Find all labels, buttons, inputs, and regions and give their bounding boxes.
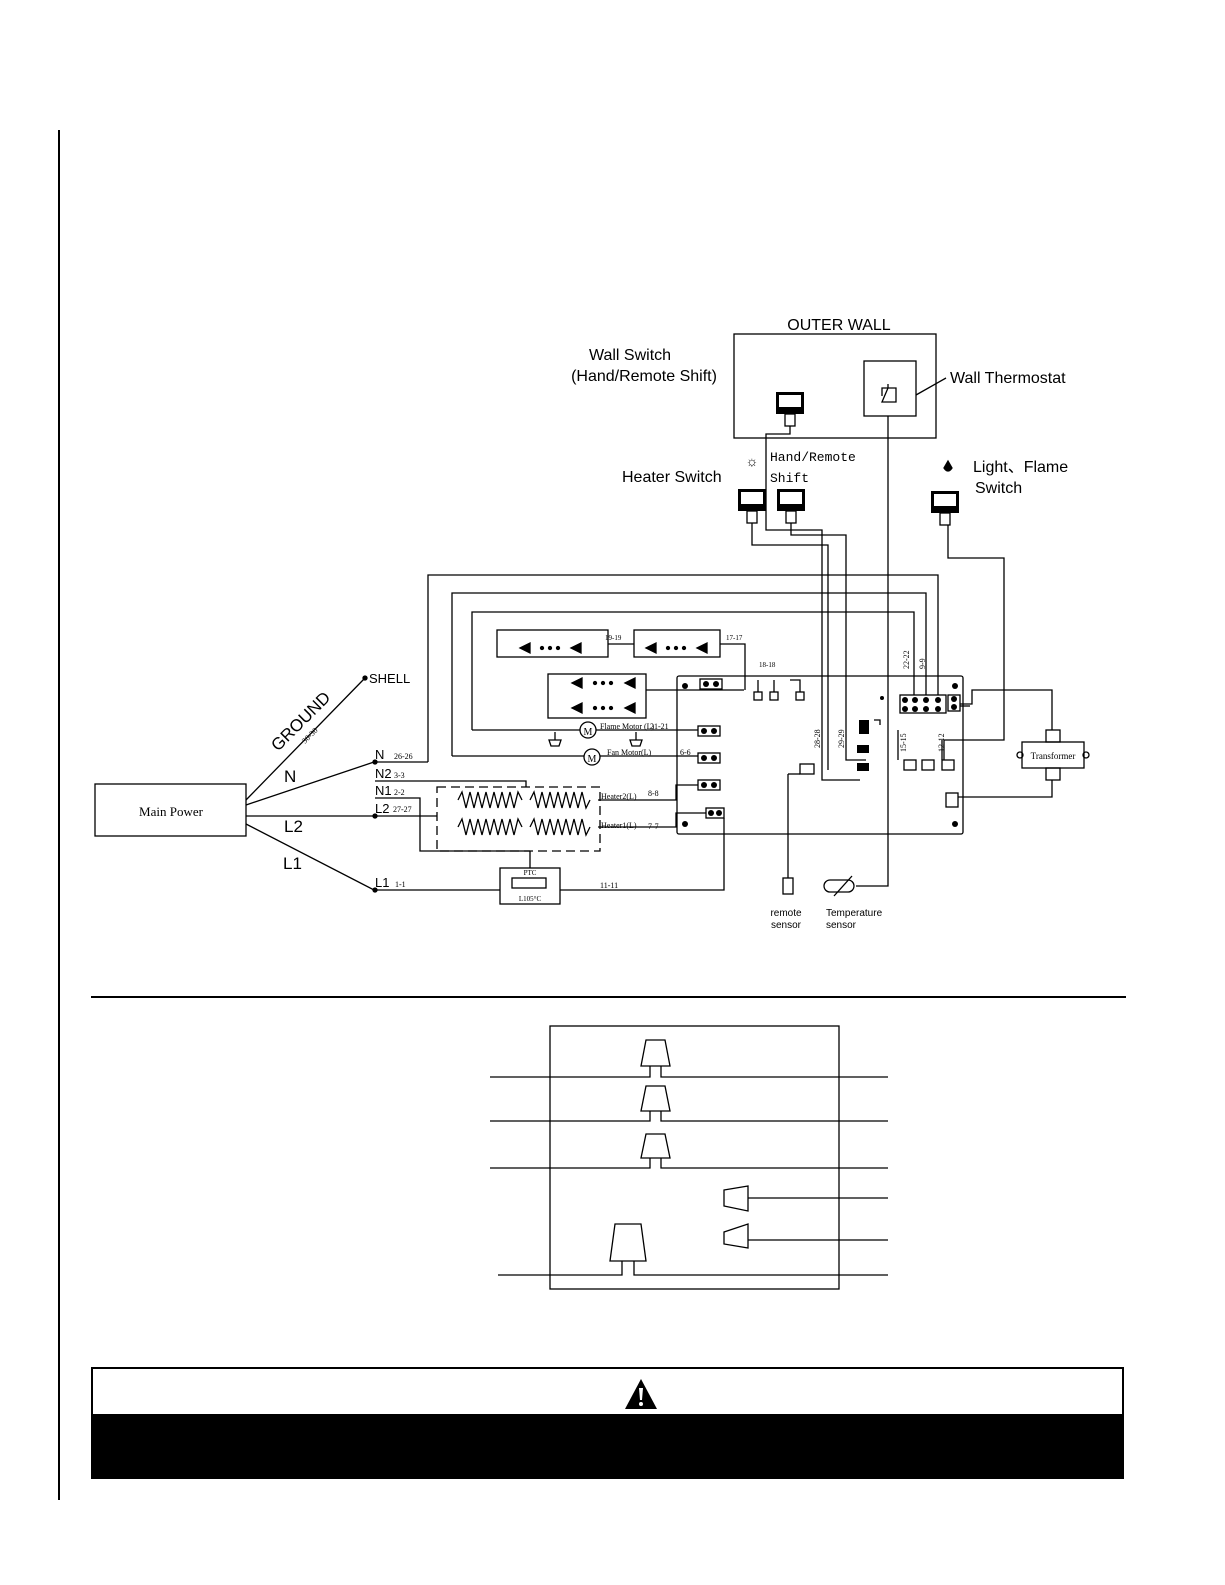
wall-thermostat-label: Wall Thermostat [950, 370, 1066, 387]
ptc-temp-label: L105°C [519, 895, 542, 903]
heater-1-coil [457, 817, 591, 837]
flame-motor-icon: M [579, 721, 597, 739]
led-string-2 [633, 629, 721, 658]
wire-22-label: 22-22 [902, 650, 911, 669]
temperature-sensor-sublabel: sensor [826, 920, 857, 931]
fan-motor-label: Fan Motor(L) [607, 748, 652, 757]
heater-switch-label: Heater Switch [622, 469, 722, 486]
terminal-n2-wire: 3-3 [394, 771, 405, 780]
wire-wall-switch [765, 426, 860, 781]
wire-21-label: 21-21 [650, 722, 669, 731]
wall-switch-label: Wall Switch [589, 347, 671, 364]
wall-switch-sublabel: (Hand/Remote Shift) [571, 368, 717, 385]
heater-2-coil [457, 790, 591, 810]
terminal-n1-wire: 2-2 [394, 788, 405, 797]
hand-remote-sublabel: Shift [770, 471, 809, 486]
remote-sensor-label: remote [770, 908, 802, 919]
wire-n-loop [427, 574, 939, 762]
terminal-n: N [375, 747, 384, 762]
led-string-3 [547, 673, 647, 719]
wire-15-label: 15-15 [899, 733, 908, 752]
terminal-l1: L1 [375, 875, 389, 890]
wire-29-label: 29-29 [837, 729, 846, 748]
wire-flame-loop [471, 611, 915, 730]
warning-triangle-icon [625, 1379, 657, 1409]
wire-thermostat [856, 416, 889, 887]
terminal-n2: N2 [375, 766, 392, 781]
transformer [1016, 729, 1090, 781]
terminal-l2: L2 [375, 801, 389, 816]
wire-hand-remote [790, 523, 866, 761]
wire-8-label: 8-8 [648, 789, 659, 798]
terminal-n-wire: 26-26 [394, 752, 413, 761]
terminal-l1-wire: 1-1 [395, 880, 406, 889]
wire-9-label: 9-9 [918, 658, 927, 669]
temperature-sensor-icon [823, 875, 855, 897]
wire-fan-loop [451, 592, 927, 756]
l2-line-label: L2 [284, 817, 303, 836]
wire-28-label: 28-28 [813, 729, 822, 748]
terminal-n1: N1 [375, 783, 392, 798]
light-flame-label: Light、Flame [973, 459, 1068, 476]
wire-18-label: 18-18 [759, 661, 776, 669]
flame-icon [943, 459, 953, 472]
fan-motor-icon: M [583, 748, 601, 766]
terminal-l2-wire: 27-27 [393, 805, 412, 814]
n-line-label: N [284, 767, 296, 786]
hand-remote-switch-icon[interactable] [777, 489, 805, 524]
board-connectors [682, 678, 961, 827]
heater2-label: Heater2(L) [601, 792, 637, 801]
light-flame-sublabel: Switch [975, 480, 1022, 497]
wire-11-label: 11-11 [600, 881, 618, 890]
wire-6-label: 6-6 [680, 748, 691, 757]
heater1-label: Heater1(L) [601, 821, 637, 830]
sun-icon: ☼ [746, 455, 759, 470]
shell-label: SHELL [369, 671, 410, 686]
flame-motor-label: Flame Motor (L) [600, 722, 655, 731]
remote-sensor-icon [782, 773, 800, 895]
remote-sensor-sublabel: sensor [771, 920, 802, 931]
svg-text:M: M [588, 754, 597, 765]
led-string-1 [496, 629, 609, 658]
main-power-label: Main Power [139, 804, 204, 819]
transformer-label: Transformer [1031, 751, 1076, 761]
wall-thermostat-box[interactable] [863, 360, 917, 417]
l1-line-label: L1 [283, 854, 302, 873]
heater-switch-icon[interactable] [738, 489, 766, 524]
control-board [676, 675, 964, 835]
wire-17-label: 17-17 [726, 634, 743, 642]
wire-light-flame [943, 525, 1005, 760]
hand-remote-label: Hand/Remote [770, 450, 856, 465]
connector-pins [490, 1039, 888, 1276]
outer-wall-box [733, 333, 937, 439]
main-power-lines [245, 678, 375, 891]
warning-band [93, 1414, 1122, 1477]
thermostat-icon [881, 384, 897, 403]
connector-box [549, 1025, 840, 1290]
wire-19-label: 19-19 [605, 634, 622, 642]
wall-switch-icon[interactable] [776, 392, 804, 427]
outer-wall-label: OUTER WALL [787, 317, 891, 334]
main-power-box [94, 783, 247, 837]
temperature-sensor-label: Temperature [826, 908, 883, 919]
light-flame-switch-icon[interactable] [931, 491, 959, 526]
svg-text:M: M [584, 727, 593, 738]
ground-label: GROUND [267, 688, 334, 755]
wire-heater-switch [751, 523, 829, 770]
ptc-label: PTC [524, 869, 537, 877]
warning-box [91, 1367, 1124, 1479]
